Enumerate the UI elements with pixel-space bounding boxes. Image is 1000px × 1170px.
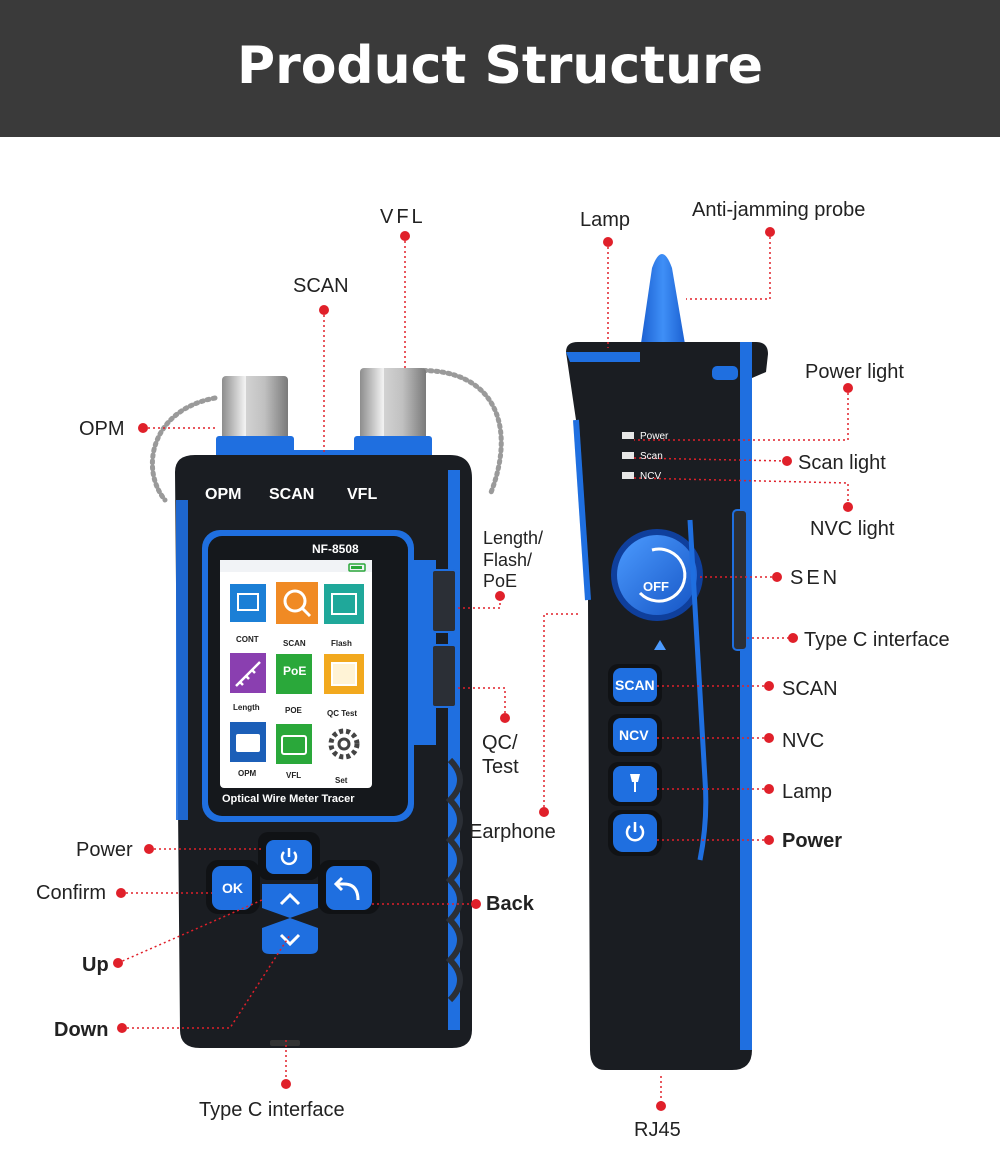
port-label-scan: SCAN: [269, 486, 315, 503]
led-label-ncv: NCV: [640, 471, 662, 482]
page-title: Product Structure: [236, 36, 764, 96]
port-test-icon: [331, 662, 357, 686]
header-bar: Product Structure: [0, 0, 1000, 137]
callout-type-c-probe: Type C interface: [804, 629, 950, 651]
probe-power-icon: [625, 825, 645, 842]
side-port-length: [431, 569, 457, 633]
power-icon: [280, 851, 298, 866]
flashlight-icon: [630, 774, 640, 792]
led-label-power: Power: [640, 431, 669, 442]
app-label-qc-test: QC Test: [327, 709, 358, 718]
up-key[interactable]: [262, 884, 318, 918]
app-label-scan: SCAN: [283, 639, 306, 648]
app-tile-set: [324, 724, 364, 764]
app-tile-cont: [230, 584, 266, 622]
flash-port-icon: [331, 593, 357, 615]
callout-power-light: Power light: [805, 361, 904, 383]
app-label-length: Length: [233, 703, 260, 712]
down-key[interactable]: [262, 918, 318, 954]
probe-type-c-port: [732, 509, 748, 651]
led-label-scan: Scan: [640, 451, 663, 462]
callout-up: Up: [82, 954, 109, 976]
right-bead-chain: [397, 368, 504, 498]
callout-power-side: Power: [782, 830, 843, 852]
side-port-qc: [431, 644, 457, 708]
ok-key[interactable]: [212, 866, 252, 910]
callout-dots: [113, 227, 853, 1111]
opm-meter-icon: [236, 734, 260, 752]
app-label-opm: OPM: [238, 769, 257, 778]
port-label-vfl: VFL: [347, 486, 378, 503]
ruler-icon: [235, 661, 261, 687]
app-label-poe: POE: [285, 706, 302, 715]
vfl-icon: [281, 735, 307, 755]
callout-qc-test: QC/ Test: [482, 732, 519, 778]
callout-anti-jamming: Anti-jamming probe: [692, 199, 866, 221]
callout-nvc: NVC: [782, 730, 825, 752]
callout-length-flash-poe: Length/ Flash/ PoE: [483, 528, 544, 592]
app-tile-scan: [276, 582, 318, 624]
callout-earphone: Earphone: [469, 821, 556, 843]
callout-lamp-top: Lamp: [580, 209, 631, 231]
poe-icon: PoE: [283, 664, 307, 678]
callout-down: Down: [54, 1019, 109, 1041]
back-key[interactable]: [326, 866, 372, 910]
callout-lines: [117, 232, 849, 1106]
chevron-down-icon: [279, 933, 301, 947]
scan-led: [622, 452, 634, 459]
probe-ncv-button[interactable]: [613, 718, 657, 752]
callout-scan-top: SCAN: [293, 275, 349, 297]
power-led: [622, 432, 634, 439]
gear-icon: [328, 728, 360, 760]
model-label: NF-8508: [312, 542, 359, 556]
app-label-vfl: VFL: [286, 771, 302, 780]
callout-opm: OPM: [79, 418, 125, 440]
probe-ncv-label: NCV: [619, 727, 649, 743]
callout-lamp-side: Lamp: [782, 781, 833, 803]
probe-body: [566, 342, 768, 1070]
app-label-cont: CONT: [236, 635, 259, 644]
app-tile-poe: [276, 654, 312, 694]
probe-scan-button[interactable]: [613, 668, 657, 702]
left-bead-chain: [149, 395, 218, 503]
callout-sen: SEN: [790, 567, 841, 589]
probe-power-button[interactable]: [613, 814, 657, 852]
ok-key-label: OK: [222, 880, 243, 896]
anti-jamming-probe: [640, 254, 686, 350]
app-label-flash: Flash: [331, 639, 352, 648]
callout-type-c-main: Type C interface: [199, 1099, 345, 1121]
main-tester-device: [149, 368, 504, 1048]
back-arrow-icon: [333, 876, 360, 901]
probe-device: [566, 254, 768, 1070]
network-port-icon: [237, 593, 259, 611]
magnifier-icon: [283, 589, 307, 613]
knob-label: OFF: [643, 579, 669, 594]
callout-vfl: VFL: [380, 206, 426, 228]
callout-nvc-light: NVC light: [810, 518, 895, 540]
probe-scan-label: SCAN: [615, 677, 655, 693]
callout-power: Power: [76, 839, 133, 861]
port-label-opm: OPM: [205, 486, 242, 503]
callout-confirm: Confirm: [36, 882, 107, 904]
device-footer-text: Optical Wire Meter Tracer: [222, 793, 355, 805]
chevron-up-icon: [279, 892, 301, 906]
app-label-set: Set: [335, 776, 348, 785]
callout-scan-side: SCAN: [782, 678, 838, 700]
callout-back: Back: [486, 893, 534, 915]
callout-scan-light: Scan light: [798, 452, 886, 474]
callout-rj45: RJ45: [634, 1119, 681, 1141]
app-tile-flash: [324, 584, 364, 624]
ncv-led: [622, 472, 634, 479]
